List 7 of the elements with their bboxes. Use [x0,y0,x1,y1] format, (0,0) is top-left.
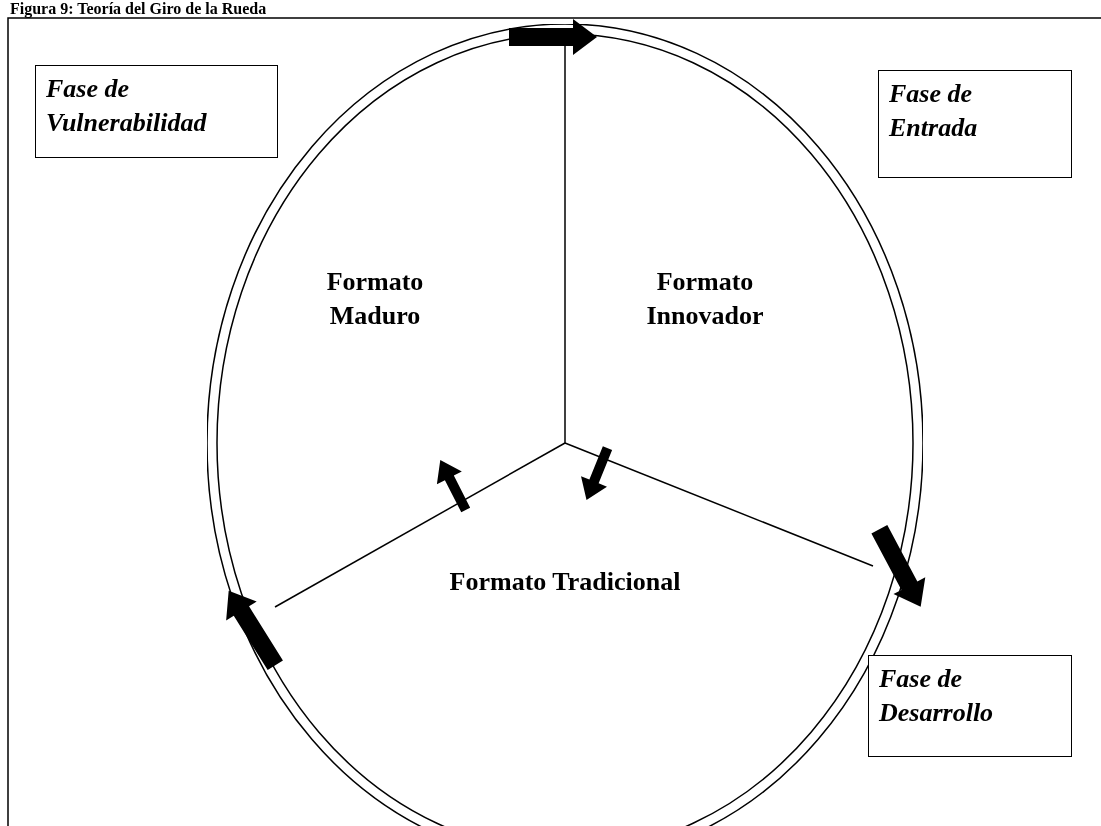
sector-label: Formato Tradicional [395,565,735,601]
sector-label: Formato Maduro [290,265,460,335]
figure-title: Figura 9: Teoría del Giro de la Rueda [10,0,267,17]
phase-box: Fase de Vulnerabilidad [35,65,278,158]
phase-box: Fase de Desarrollo [868,655,1072,757]
sector-label: Formato Innovador [615,265,795,335]
phase-box: Fase de Entrada [878,70,1072,178]
